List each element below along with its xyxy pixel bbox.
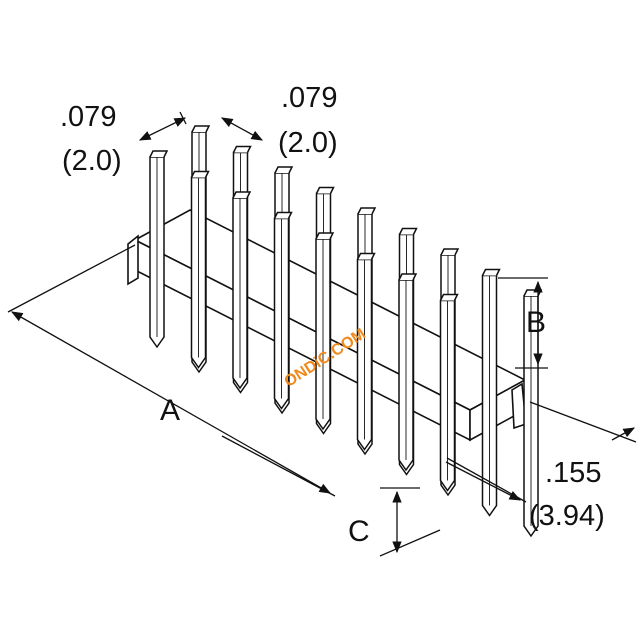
front-pin-8 xyxy=(439,293,459,492)
front-pin-6 xyxy=(356,252,376,451)
dimension-label-c: C xyxy=(348,515,370,548)
pitch-left-inch: .079 xyxy=(60,101,116,133)
front-pin-5 xyxy=(315,232,335,431)
back-pin-8 xyxy=(481,268,501,517)
row-spacing-inch: .155 xyxy=(545,457,601,489)
dimension-label-b: B xyxy=(526,306,546,339)
dimension-label-a: A xyxy=(160,394,180,427)
dimension-lines xyxy=(7,111,637,557)
pitch-left-mm: (2.0) xyxy=(62,145,122,177)
front-pin-3 xyxy=(232,191,252,390)
row-spacing-mm: (3.94) xyxy=(529,500,605,532)
front-pin-2 xyxy=(190,170,210,369)
pitch-right-inch: .079 xyxy=(281,82,337,114)
pitch-right-mm: (2.0) xyxy=(278,127,338,159)
front-pin-1 xyxy=(149,150,169,349)
front-pin-7 xyxy=(398,273,418,472)
